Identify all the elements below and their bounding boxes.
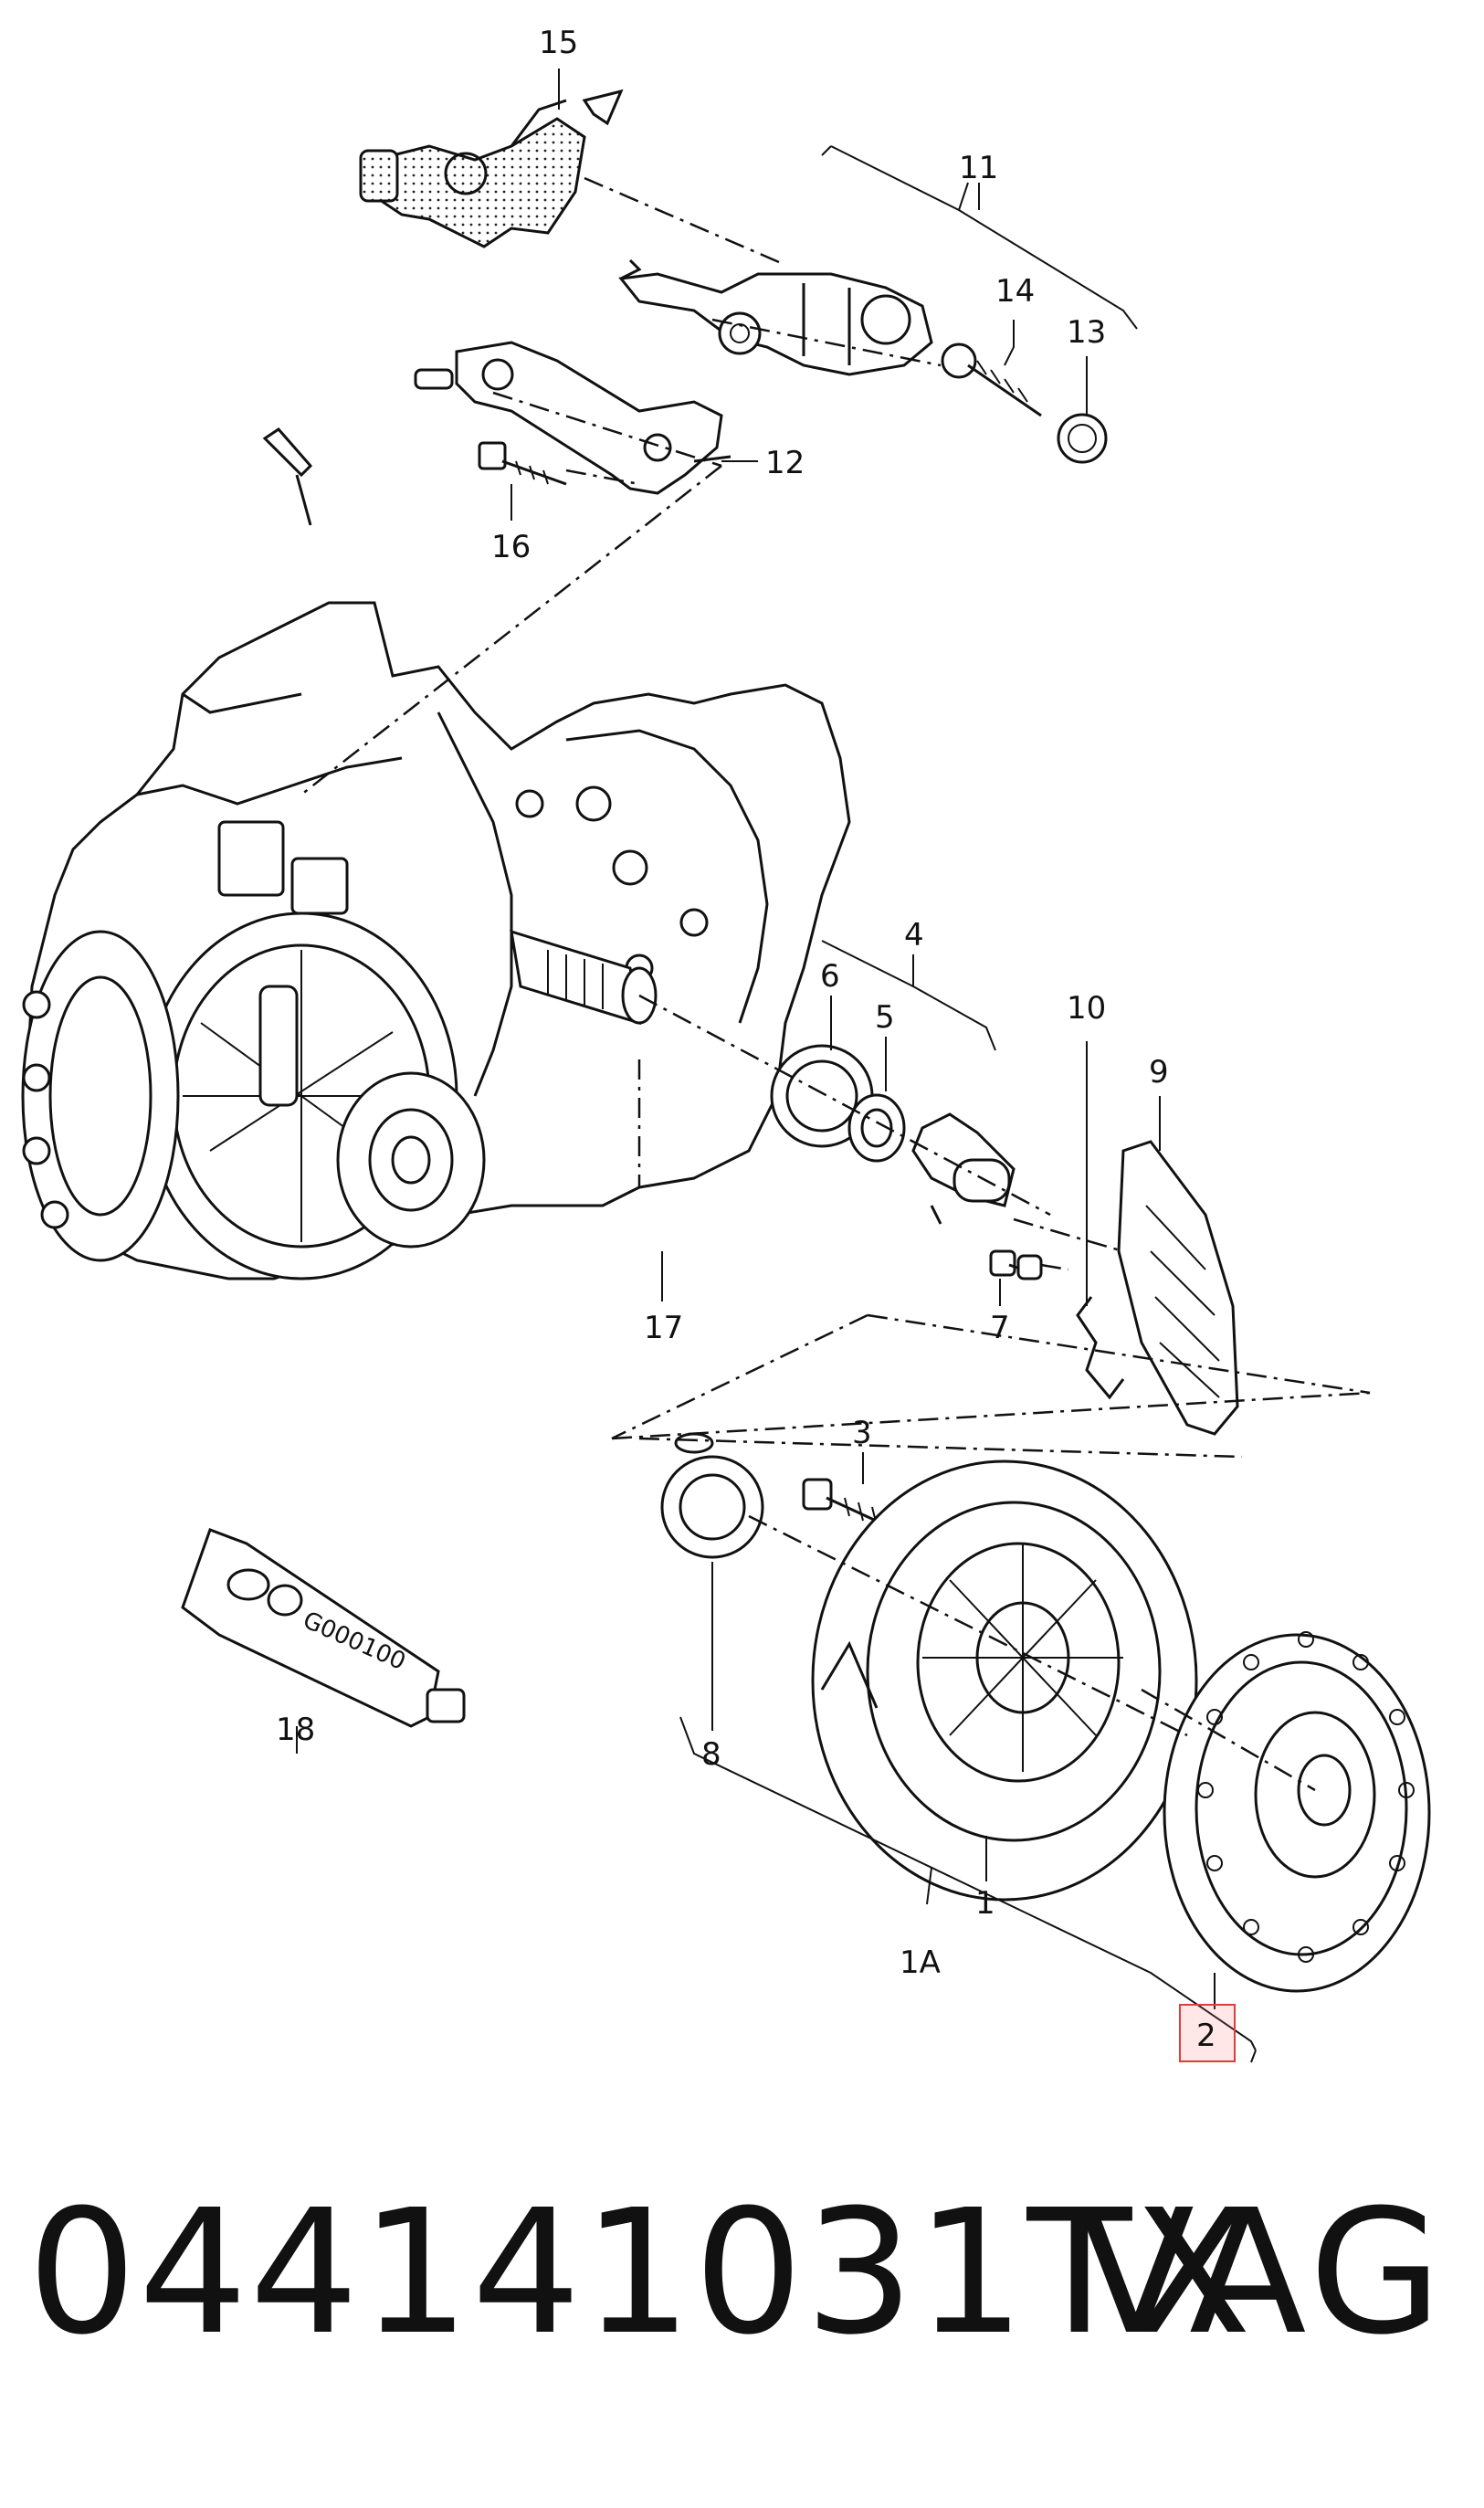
part-14-bolt: [941, 342, 1042, 417]
callout-5[interactable]: 5: [875, 999, 895, 1036]
differential-flange: [144, 912, 486, 1280]
part-9-release-plate: [1117, 1140, 1239, 1436]
callout-10[interactable]: 10: [1067, 990, 1106, 1027]
callout-6[interactable]: 6: [820, 958, 840, 995]
callout-4[interactable]: 4: [904, 917, 924, 954]
callout-1a[interactable]: 1A: [900, 1944, 941, 1981]
part-5-oil-seal: [847, 1093, 906, 1163]
part-11-release-lever: [618, 258, 933, 376]
highlight-box: [1179, 2004, 1236, 2062]
part-2-clutch-disc: [1163, 1631, 1431, 1993]
callout-18[interactable]: 18: [276, 1712, 315, 1748]
part-12-cylinder-bracket: [414, 341, 731, 495]
part-7-bolt: [989, 1249, 1043, 1280]
part-16-bolt: [478, 441, 567, 486]
callout-7[interactable]: 7: [990, 1310, 1010, 1346]
callout-14[interactable]: 14: [995, 273, 1035, 310]
part-4-guide-sleeve: [911, 1112, 1016, 1225]
part-1-pressure-plate: [811, 1459, 1198, 1902]
callout-17[interactable]: 17: [644, 1310, 683, 1346]
brand-name: VAG: [1077, 2173, 1447, 2373]
callout-2[interactable]: 2: [1196, 2018, 1216, 2054]
callout-8[interactable]: 8: [701, 1736, 721, 1773]
part-15-slave-cylinder: [359, 89, 624, 248]
callout-9[interactable]: 9: [1149, 1054, 1169, 1091]
left-flange-and-bolts: [21, 930, 180, 1262]
callout-13[interactable]: 13: [1067, 314, 1106, 351]
callout-15[interactable]: 15: [539, 25, 578, 61]
callout-11[interactable]: 11: [959, 150, 998, 186]
callout-1[interactable]: 1: [975, 1885, 995, 1922]
part-sensor-plug: [262, 427, 313, 526]
part-number: 044141031TX: [27, 2173, 1254, 2373]
callout-numbers: 15 11 14 13 12 16 4 6 5 10 9 17 7 3 18 8…: [276, 25, 1216, 2054]
part-13-lock-ring: [1057, 413, 1108, 464]
callout-leaders: [296, 68, 1216, 2009]
group-brackets: [679, 145, 1257, 2063]
assembly-center-lines: [300, 176, 1371, 1792]
part-3-bolt: [802, 1478, 887, 1527]
callout-3[interactable]: 3: [852, 1415, 872, 1451]
callout-12[interactable]: 12: [765, 445, 805, 481]
input-shaft: [258, 929, 658, 1107]
callout-16[interactable]: 16: [491, 529, 531, 565]
part-10-spring-clip: [1076, 1296, 1125, 1400]
part-8-release-bearing: [660, 1432, 764, 1559]
part-18-grease-tube: G000100: [181, 1528, 466, 1728]
